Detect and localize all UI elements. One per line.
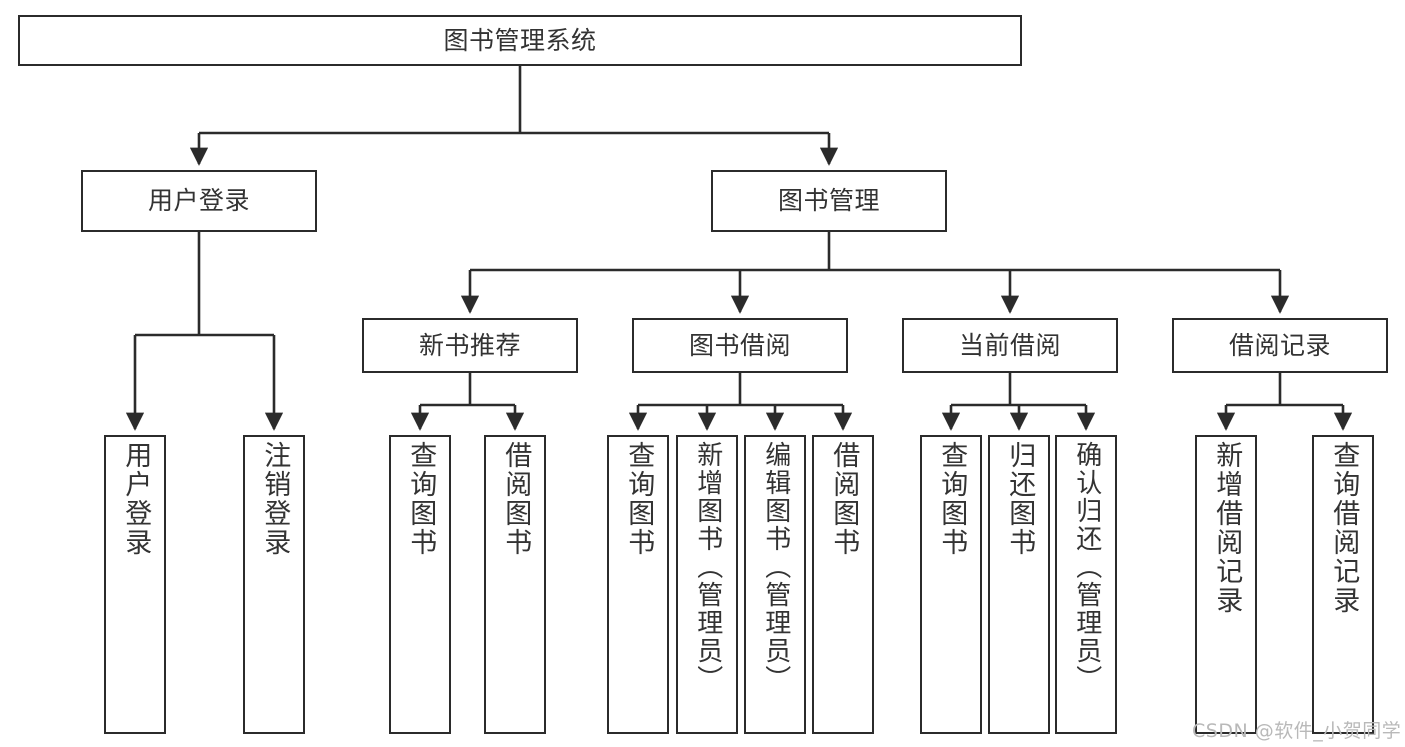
node-borrow-record[interactable]: 借阅记录 — [1172, 318, 1388, 373]
node-leaf-query-borrow-record-label: 查询借阅记录 — [1328, 441, 1360, 615]
node-leaf-add-borrow-record-label: 新增借阅记录 — [1211, 441, 1243, 615]
node-leaf-borrow-book-2[interactable]: 借阅图书 — [812, 435, 874, 734]
node-leaf-add-borrow-record[interactable]: 新增借阅记录 — [1195, 435, 1257, 734]
node-leaf-user-login[interactable]: 用户登录 — [104, 435, 166, 734]
node-leaf-borrow-book-1-label: 借阅图书 — [500, 441, 532, 557]
node-leaf-query-book-3-label: 查询图书 — [936, 441, 968, 557]
node-leaf-query-book-1-label: 查询图书 — [405, 441, 437, 557]
node-root[interactable]: 图书管理系统 — [18, 15, 1022, 66]
node-leaf-confirm-return[interactable]: 确认归还（管理员） — [1055, 435, 1117, 734]
node-leaf-edit-book-label: 编辑图书（管理员） — [760, 441, 791, 693]
node-leaf-query-borrow-record[interactable]: 查询借阅记录 — [1312, 435, 1374, 734]
node-borrow-record-label: 借阅记录 — [1228, 330, 1331, 360]
node-current-borrow[interactable]: 当前借阅 — [902, 318, 1118, 373]
node-leaf-add-book-label: 新增图书（管理员） — [692, 441, 723, 693]
node-book-manage-label: 图书管理 — [777, 186, 880, 216]
node-book-borrow-label: 图书借阅 — [688, 330, 791, 360]
node-leaf-add-book[interactable]: 新增图书（管理员） — [676, 435, 738, 734]
node-leaf-logout-label: 注销登录 — [259, 441, 291, 557]
watermark-text: CSDN @软件_小贺同学 — [1192, 720, 1402, 742]
node-leaf-query-book-3[interactable]: 查询图书 — [920, 435, 982, 734]
node-leaf-edit-book[interactable]: 编辑图书（管理员） — [744, 435, 806, 734]
node-leaf-confirm-return-label: 确认归还（管理员） — [1071, 441, 1102, 693]
node-leaf-query-book-1[interactable]: 查询图书 — [389, 435, 451, 734]
node-book-manage[interactable]: 图书管理 — [711, 170, 947, 232]
node-leaf-borrow-book-2-label: 借阅图书 — [828, 441, 860, 557]
node-root-label: 图书管理系统 — [443, 25, 597, 55]
node-leaf-borrow-book-1[interactable]: 借阅图书 — [484, 435, 546, 734]
node-leaf-logout[interactable]: 注销登录 — [243, 435, 305, 734]
node-leaf-query-book-2[interactable]: 查询图书 — [607, 435, 669, 734]
node-leaf-return-book[interactable]: 归还图书 — [988, 435, 1050, 734]
node-new-book-recommend-label: 新书推荐 — [418, 330, 521, 360]
node-user-login[interactable]: 用户登录 — [81, 170, 317, 232]
node-current-borrow-label: 当前借阅 — [958, 330, 1061, 360]
node-leaf-user-login-label: 用户登录 — [120, 441, 152, 557]
node-new-book-recommend[interactable]: 新书推荐 — [362, 318, 578, 373]
node-book-borrow[interactable]: 图书借阅 — [632, 318, 848, 373]
node-leaf-query-book-2-label: 查询图书 — [623, 441, 655, 557]
node-user-login-label: 用户登录 — [147, 186, 250, 216]
node-leaf-return-book-label: 归还图书 — [1004, 441, 1036, 557]
